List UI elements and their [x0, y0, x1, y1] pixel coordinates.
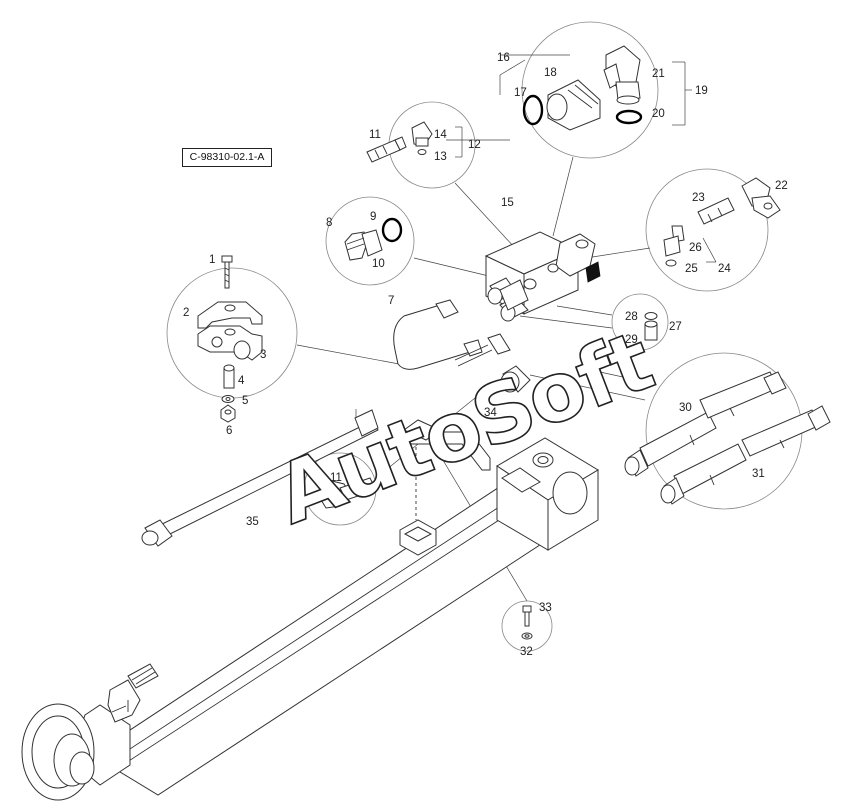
callout-9: 9	[370, 211, 376, 223]
callout-20: 20	[652, 108, 665, 120]
callout-3: 3	[260, 349, 266, 361]
detail-circle-fittings-27-29	[611, 293, 669, 351]
callout-10: 10	[372, 258, 385, 270]
callout-29: 29	[625, 334, 638, 346]
hydraulic-cylinder	[21, 437, 599, 801]
callout-14: 14	[434, 129, 447, 141]
callout-8: 8	[326, 217, 332, 229]
callout-15: 15	[501, 197, 514, 209]
drawing-reference-label: C-98310-02.1-A	[182, 148, 272, 167]
fittings-27-29	[644, 312, 658, 341]
callout-24: 24	[718, 263, 731, 275]
mounting-bracket-34	[397, 419, 491, 556]
callout-17: 17	[514, 87, 527, 99]
callout-28: 28	[625, 311, 638, 323]
callout-19: 19	[695, 85, 708, 97]
callout-5: 5	[242, 395, 248, 407]
hoses-30-31	[624, 371, 831, 505]
long-tube-35	[141, 409, 379, 547]
callout-13: 13	[434, 151, 447, 163]
detail-circle-fittings-8-10	[325, 196, 415, 286]
fittings-11-14	[366, 121, 433, 163]
callout-numbers: 1 2 3 4 5 6 7 8 9 10 11 11 12 13 14 15 1…	[183, 52, 788, 658]
callout-1: 1	[209, 254, 215, 266]
callout-26: 26	[689, 242, 702, 254]
fittings-22-26	[663, 177, 781, 267]
callout-25: 25	[685, 263, 698, 275]
callout-2: 2	[183, 307, 189, 319]
callout-12: 12	[468, 139, 481, 151]
detail-circle-fittings-22-26	[645, 168, 769, 292]
callout-18: 18	[544, 67, 557, 79]
callout-27: 27	[669, 321, 682, 333]
callout-35: 35	[246, 516, 259, 528]
fitting-11-elbow	[317, 477, 377, 509]
callout-23: 23	[692, 192, 705, 204]
callout-33: 33	[539, 602, 552, 614]
callout-16: 16	[497, 52, 510, 64]
valve-block-15	[484, 231, 601, 322]
fittings-16-21	[522, 45, 643, 131]
callout-34: 34	[484, 407, 497, 419]
callout-4: 4	[238, 375, 245, 387]
callout-31: 31	[752, 468, 765, 480]
callout-6: 6	[226, 425, 232, 437]
bolt-32-33	[521, 605, 533, 640]
callout-32: 32	[520, 646, 533, 658]
fitting-11-loose	[500, 365, 531, 393]
callout-21: 21	[652, 68, 665, 80]
rigid-tubes-7	[393, 299, 511, 370]
callout-7: 7	[388, 295, 394, 307]
callout-11-bottom: 11	[330, 472, 342, 484]
callout-22: 22	[775, 180, 788, 192]
callout-30: 30	[679, 402, 692, 414]
callout-11-top: 11	[369, 129, 381, 141]
detail-circle-fittings-16-21	[521, 21, 659, 159]
clamp-assembly-1-6	[197, 255, 263, 423]
fittings-8-10	[344, 217, 403, 261]
